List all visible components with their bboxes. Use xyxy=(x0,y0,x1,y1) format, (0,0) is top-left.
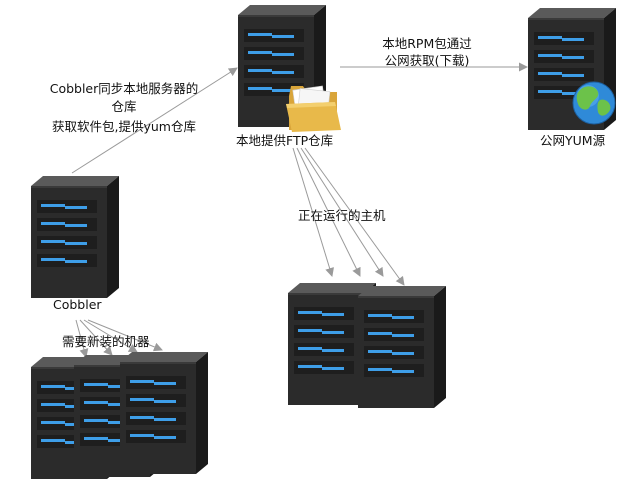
cobbler-sync-label-line3: 获取软件包,提供yum仓库 xyxy=(52,119,196,134)
folder-icon xyxy=(286,85,341,132)
cobbler-label: Cobbler xyxy=(53,297,102,312)
arrow-to-running-host-4 xyxy=(304,147,405,286)
arrow-cobbler-sync xyxy=(71,67,238,174)
arrow-to-running-host-3 xyxy=(300,147,384,277)
cobbler-sync-label-line2: 仓库 xyxy=(111,99,137,114)
new-machine-3 xyxy=(120,352,208,474)
arrow-to-running-host-2 xyxy=(296,147,361,277)
arrow-to-new-machine-3 xyxy=(83,319,138,353)
rpm-download-label-line2: 公网获取(下载) xyxy=(384,53,470,68)
running-host-front xyxy=(358,286,446,408)
globe-icon xyxy=(572,81,616,125)
rpm-download-label-line1: 本地RPM包通过 xyxy=(382,36,472,51)
running-hosts-label: 正在运行的主机 xyxy=(298,208,386,223)
arrow-to-new-machine-1 xyxy=(75,319,89,358)
local-ftp-label: 本地提供FTP仓库 xyxy=(236,133,334,148)
cobbler-server xyxy=(31,176,119,298)
new-machines-label: 需要新装的机器 xyxy=(62,334,150,349)
arrow-to-new-machine-2 xyxy=(79,319,113,356)
arrow-to-running-host-1 xyxy=(292,147,334,277)
cobbler-sync-label-line1: Cobbler同步本地服务器的 xyxy=(49,81,199,96)
arrow-to-new-machine-4 xyxy=(87,319,163,352)
public-yum-label: 公网YUM源 xyxy=(540,133,606,148)
